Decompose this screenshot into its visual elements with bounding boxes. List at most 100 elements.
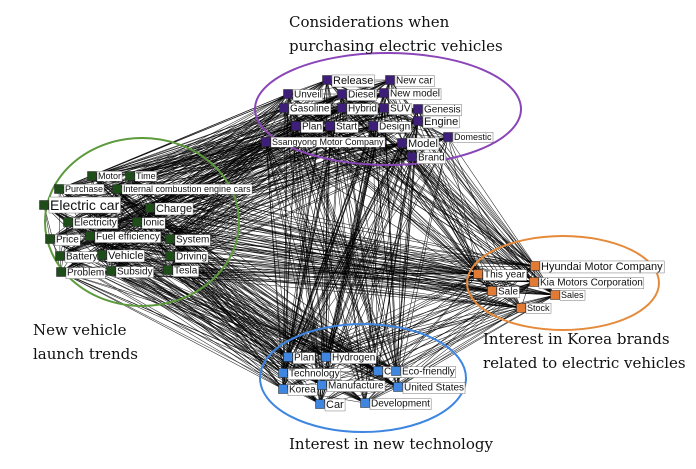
- edge: [58, 141, 267, 190]
- edge: [149, 141, 267, 209]
- edge: [167, 269, 289, 358]
- node-marker: [132, 217, 142, 227]
- edge: [417, 108, 536, 267]
- node-label: Technology: [289, 369, 340, 380]
- node-label: Time: [136, 171, 156, 181]
- edge: [287, 307, 522, 358]
- edge: [136, 221, 535, 283]
- node-label: Price: [56, 235, 79, 246]
- edge: [169, 255, 397, 372]
- edge: [295, 125, 556, 296]
- edge: [60, 221, 138, 273]
- edge: [167, 269, 399, 388]
- considerations-caption-line2: purchasing electric vehicles: [289, 37, 503, 55]
- node-label-background: [559, 290, 586, 301]
- node-label-background: [94, 231, 161, 243]
- edge: [149, 207, 479, 275]
- node-label-background: [287, 368, 341, 380]
- node-marker: [315, 399, 325, 409]
- launch-caption-line2: launch trends: [33, 345, 138, 363]
- technology-caption: Interest in new technology: [289, 435, 493, 453]
- node-label-background: [63, 184, 105, 195]
- node-label-background: [400, 366, 457, 378]
- node-label-background: [525, 303, 552, 314]
- node-launch: Electric car: [39, 196, 121, 214]
- node-considerations: Ssangyong Motor Company: [261, 137, 386, 148]
- node-considerations: Domestic: [443, 132, 494, 143]
- node-label-background: [346, 103, 379, 115]
- edge: [169, 238, 536, 267]
- node-marker: [97, 250, 107, 260]
- node-label-background: [174, 251, 209, 263]
- node-marker: [321, 352, 331, 362]
- node-considerations: Genesis: [413, 104, 462, 116]
- node-marker: [317, 380, 327, 390]
- node-label: New car: [396, 76, 433, 87]
- edge: [110, 270, 284, 374]
- edge: [395, 120, 419, 372]
- edge: [372, 92, 385, 127]
- node-label: Brand: [418, 153, 445, 164]
- node-launch: Electricity: [63, 217, 118, 229]
- node-marker: [385, 75, 395, 85]
- node-label: Kia Motors Corporation: [540, 278, 643, 289]
- node-marker: [85, 231, 95, 241]
- node-label: Charge: [156, 203, 192, 215]
- node-label: Manufacture: [328, 381, 384, 392]
- node-label: Sales: [561, 290, 584, 300]
- edge: [43, 204, 522, 309]
- edge: [43, 204, 536, 267]
- edge: [91, 175, 169, 271]
- node-label: Genesis: [424, 105, 461, 116]
- node-label-background: [406, 137, 440, 151]
- node-considerations: Plan: [291, 121, 324, 133]
- node-label: New model: [390, 89, 440, 100]
- node-label: Electric car: [50, 197, 120, 213]
- edge: [287, 273, 479, 358]
- node-label-background: [452, 132, 494, 143]
- node-marker: [530, 261, 540, 271]
- node-label: Release: [333, 75, 373, 87]
- edge: [282, 290, 493, 374]
- node-considerations: Start: [325, 121, 359, 133]
- node-marker: [413, 116, 423, 126]
- node-marker: [391, 366, 401, 376]
- node-label: This year: [484, 270, 526, 281]
- node-label: Eco-friendly: [402, 367, 455, 378]
- edge: [167, 156, 413, 271]
- edge: [91, 108, 419, 177]
- edge: [169, 255, 399, 388]
- node-marker: [337, 103, 347, 113]
- edge: [265, 92, 385, 143]
- node-label: Battery: [66, 252, 98, 263]
- node-label: Model: [408, 138, 438, 150]
- node-considerations: New car: [385, 75, 435, 87]
- node-label-background: [292, 89, 323, 101]
- edge: [60, 271, 327, 358]
- node-label-background: [334, 121, 359, 133]
- node-label: Development: [371, 399, 430, 410]
- edge: [295, 125, 493, 292]
- node-considerations: New model: [379, 88, 442, 100]
- node-label-background: [106, 249, 145, 263]
- node-label-background: [154, 202, 194, 216]
- node-marker: [279, 103, 289, 113]
- node-label: Gasoline: [290, 104, 330, 115]
- edge: [110, 270, 321, 405]
- node-label: Start: [336, 122, 357, 133]
- node-marker: [87, 171, 97, 181]
- edge: [169, 255, 284, 390]
- node-label: Domestic: [454, 132, 492, 142]
- node-label: Purchase: [65, 184, 103, 194]
- node-label-background: [496, 286, 520, 298]
- node-marker: [112, 184, 122, 194]
- edge: [91, 142, 403, 177]
- node-technology: United States: [393, 382, 466, 394]
- edge: [395, 156, 413, 372]
- node-label-background: [172, 265, 199, 277]
- node-marker: [368, 121, 378, 131]
- node-label-background: [538, 277, 645, 289]
- node-technology: Hydrogen: [321, 352, 377, 364]
- node-label: Internal combustion engine cars: [123, 184, 251, 194]
- node-launch: Charge: [145, 202, 194, 216]
